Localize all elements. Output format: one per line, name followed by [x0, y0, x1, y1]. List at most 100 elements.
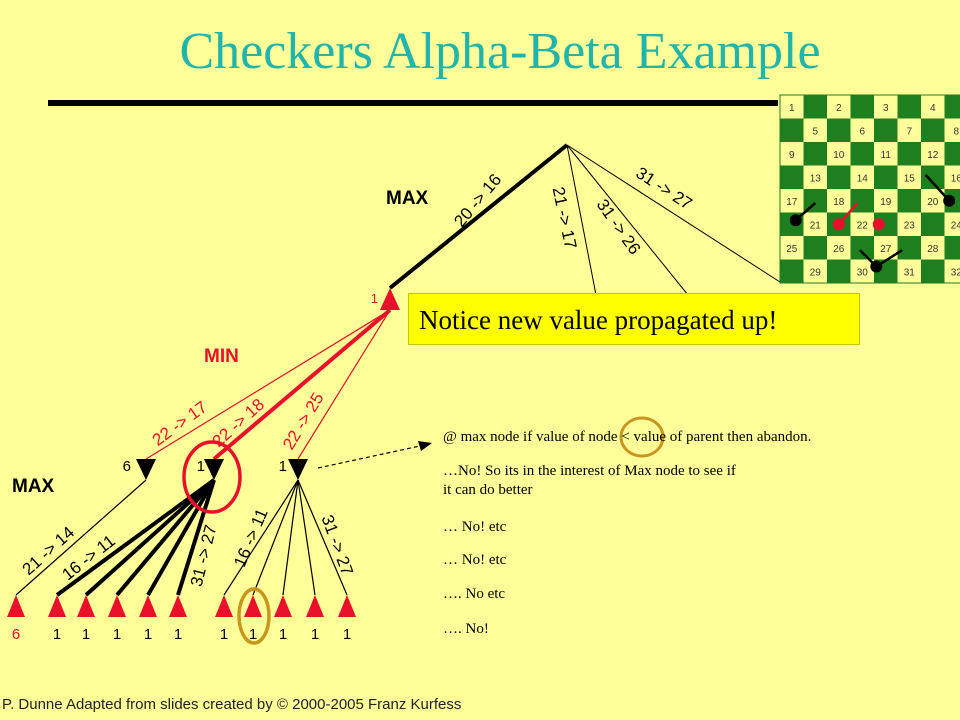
board-square-dark [897, 236, 921, 260]
board-square-number: 11 [881, 150, 892, 161]
leaf-edge-10 [297, 479, 316, 596]
leaf-move-label-5: 31 -> 27 [317, 512, 356, 578]
board-square-dark [921, 212, 945, 236]
leaf-edge-1 [15, 479, 147, 596]
board-square-number: 1 [789, 103, 795, 114]
board-square-light [897, 212, 921, 236]
board-square-number: 4 [930, 103, 936, 114]
leaf-edge-8 [252, 479, 299, 596]
leaf-edge-2 [55, 478, 216, 597]
board-square-light [850, 259, 874, 283]
board-square-dark [944, 236, 960, 260]
leaf-value-3: 1 [82, 626, 90, 643]
board-square-dark [850, 142, 874, 166]
leaf-node-8 [244, 595, 262, 617]
leaf-node-5 [139, 595, 157, 617]
board-square-light [803, 165, 827, 189]
board-square-light [944, 259, 960, 283]
board-square-light [850, 212, 874, 236]
board-square-number: 13 [810, 173, 822, 184]
leaf-value-4: 1 [113, 626, 121, 643]
move-arrow [859, 249, 878, 268]
board-square-dark [780, 165, 804, 189]
leaf-node-10 [306, 595, 324, 617]
board-square-number: 28 [927, 244, 939, 255]
board-square-dark [921, 165, 945, 189]
root-move-label-2: 21 -> 17 [549, 185, 581, 250]
root-edge-2 [566, 144, 597, 296]
board-square-number: 18 [833, 197, 845, 208]
leaf-node-7 [215, 595, 233, 617]
board-square-dark [803, 236, 827, 260]
board-square-dark [827, 259, 851, 283]
board-square-light [874, 142, 898, 166]
level-label-max-bottom: MAX [12, 476, 55, 497]
board-square-dark [803, 142, 827, 166]
board-square-dark [944, 95, 960, 119]
board-square-number: 31 [904, 267, 916, 278]
board-square-dark [850, 236, 874, 260]
board-square-number: 9 [789, 150, 795, 161]
board-frame [779, 94, 960, 284]
board-square-dark [897, 142, 921, 166]
board-square-light [874, 236, 898, 260]
board-square-dark [780, 118, 804, 142]
board-square-number: 24 [951, 220, 960, 231]
leaf-edge-6 [176, 479, 216, 596]
board-square-number: 29 [810, 267, 822, 278]
board-square-dark [827, 118, 851, 142]
board-square-light [850, 118, 874, 142]
board-square-number: 3 [883, 103, 889, 114]
board-square-light [827, 142, 851, 166]
board-square-number: 19 [880, 197, 892, 208]
max-node-value-2: 1 [197, 458, 205, 475]
board-square-dark [850, 95, 874, 119]
min-node [380, 288, 400, 310]
board-square-light [803, 118, 827, 142]
leaf-edge-11 [297, 479, 348, 596]
board-square-light [921, 142, 945, 166]
board-square-light [780, 236, 804, 260]
board-square-light [850, 165, 874, 189]
leaf-node-9 [274, 595, 292, 617]
leaf-node-11 [338, 595, 356, 617]
board-square-light [921, 95, 945, 119]
board-square-number: 7 [906, 126, 912, 137]
board-square-light [944, 118, 960, 142]
board-square-number: 14 [857, 173, 869, 184]
board-square-light [780, 142, 804, 166]
board-square-number: 20 [927, 197, 939, 208]
board-square-light [897, 259, 921, 283]
board-square-number: 27 [880, 244, 892, 255]
board-square-dark [897, 189, 921, 213]
board-square-dark [897, 95, 921, 119]
board-square-light [803, 212, 827, 236]
move-arrow [924, 174, 951, 202]
board-square-light [897, 118, 921, 142]
highlight-circle-note [619, 416, 665, 458]
leaf-value-10: 1 [311, 626, 319, 643]
board-square-dark [803, 95, 827, 119]
board-square-number: 23 [904, 220, 916, 231]
dashed-arrow [317, 445, 421, 469]
board-square-dark [874, 118, 898, 142]
board-square-light [803, 259, 827, 283]
leaf-value-9: 1 [279, 626, 287, 643]
board-square-number: 25 [786, 244, 798, 255]
leaf-value-11: 1 [343, 626, 351, 643]
root-move-label-4: 31 -> 27 [632, 163, 695, 213]
board-square-dark [827, 165, 851, 189]
root-edge-3 [566, 144, 689, 296]
dashed-arrow-head [418, 441, 432, 451]
note-line-6: …. No! [443, 621, 489, 637]
note-line-2: …No! So its in the interest of Max node … [443, 463, 736, 498]
min-edge-3 [297, 309, 391, 460]
leaf-value-5: 1 [144, 626, 152, 643]
board-square-light [921, 189, 945, 213]
min-node-value: 1 [371, 291, 378, 306]
min-move-label-1: 22 -> 17 [149, 397, 211, 449]
board-square-number: 15 [904, 173, 916, 184]
